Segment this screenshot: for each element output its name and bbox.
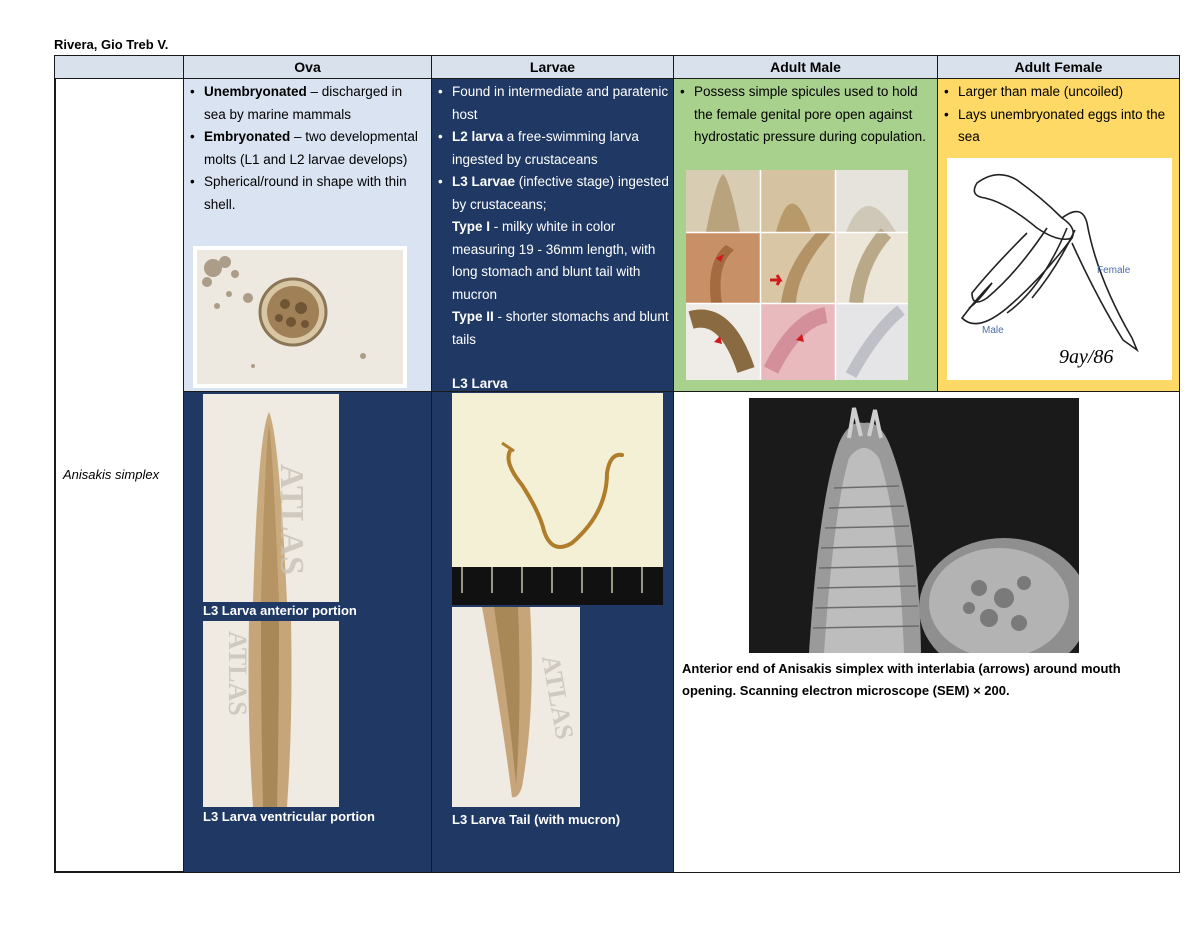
watermark-ventricular: ATLAS xyxy=(223,631,252,716)
l3-anterior-image: ATLAS xyxy=(203,394,339,602)
male-bullet-1: Possess simple spicules used to hold the… xyxy=(678,81,933,149)
species-cell: Anisakis simplex xyxy=(54,78,184,873)
ova-bullet-3: Spherical/round in shape with thin shell… xyxy=(188,171,427,216)
ova-bullet-1: Unembryonated – discharged in sea by mar… xyxy=(188,81,427,126)
caption-ventricular: L3 Larva ventricular portion xyxy=(203,809,375,824)
adult-female-drawing: Female Male 9ay/86 xyxy=(947,158,1172,380)
caption-anterior: L3 Larva anterior portion xyxy=(203,603,357,618)
figure-label-female: Female xyxy=(1097,265,1131,276)
watermark-tail: ATLAS xyxy=(536,653,579,742)
female-bullet-1: Larger than male (uncoiled) xyxy=(942,81,1175,104)
larvae-bullet-2: L2 larva a free-swimming larva ingested … xyxy=(436,126,669,171)
author-name: Rivera, Gio Treb V. xyxy=(54,37,169,52)
caption-tail: L3 Larva Tail (with mucron) xyxy=(452,812,621,827)
header-ova: Ova xyxy=(183,55,432,79)
header-larvae: Larvae xyxy=(431,55,674,79)
female-bullet-2: Lays unembryonated eggs into the sea xyxy=(942,104,1175,149)
larvae-type-1: Type I - milky white in color measuring … xyxy=(452,219,656,302)
ova-bullet-2: Embryonated – two developmental molts (L… xyxy=(188,126,427,171)
l3-larva-label: L3 Larva xyxy=(452,376,508,391)
header-blank xyxy=(54,55,184,79)
larvae-cell: Found in intermediate and paratenic host… xyxy=(431,78,674,392)
sem-image xyxy=(749,398,1079,653)
header-adult-female: Adult Female xyxy=(937,55,1180,79)
adult-male-micrograph-grid xyxy=(686,170,908,380)
caption-sem: Anterior end of Anisakis simplex with in… xyxy=(682,661,1121,698)
ova-egg-image xyxy=(193,246,407,388)
header-adult-male: Adult Male xyxy=(673,55,938,79)
l3-tail-image: ATLAS xyxy=(452,607,580,807)
l3-ventricular-image: ATLAS xyxy=(203,621,339,807)
figure-label-male: Male xyxy=(982,325,1004,336)
l3-larva-photo xyxy=(452,393,663,605)
larvae-bullet-3: L3 Larvae (infective stage) ingested by … xyxy=(436,171,669,216)
species-name: Anisakis simplex xyxy=(63,467,160,482)
larvae-bullet-1: Found in intermediate and paratenic host xyxy=(436,81,669,126)
watermark-anterior: ATLAS xyxy=(273,464,310,575)
larvae-type-2: Type II - shorter stomachs and blunt tai… xyxy=(452,309,669,347)
figure-signature: 9ay/86 xyxy=(1059,346,1113,368)
